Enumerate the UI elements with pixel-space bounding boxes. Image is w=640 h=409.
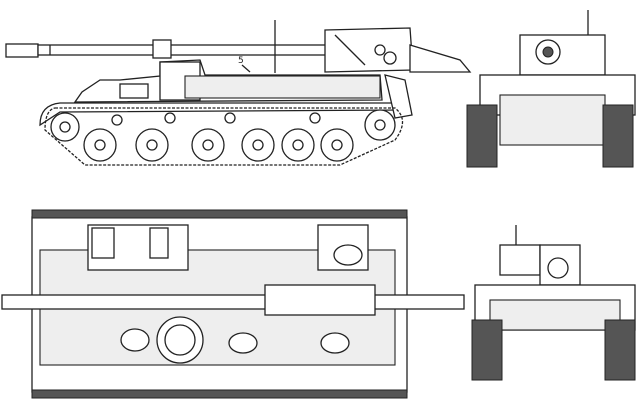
rear-view (471, 225, 636, 381)
gun-barrel (5, 39, 329, 59)
front-view (466, 10, 636, 168)
hull (39, 59, 413, 127)
road-wheels (50, 109, 396, 162)
track (44, 107, 404, 166)
callout-label: 5 (238, 56, 244, 66)
top-view (1, 209, 465, 399)
commander-hatch (156, 316, 204, 364)
side-view: 5 (5, 20, 472, 166)
recoil-mechanism (324, 27, 472, 73)
gun-barrel-top (1, 294, 465, 310)
idler-wheel (50, 112, 80, 142)
drive-sprocket (364, 109, 396, 141)
